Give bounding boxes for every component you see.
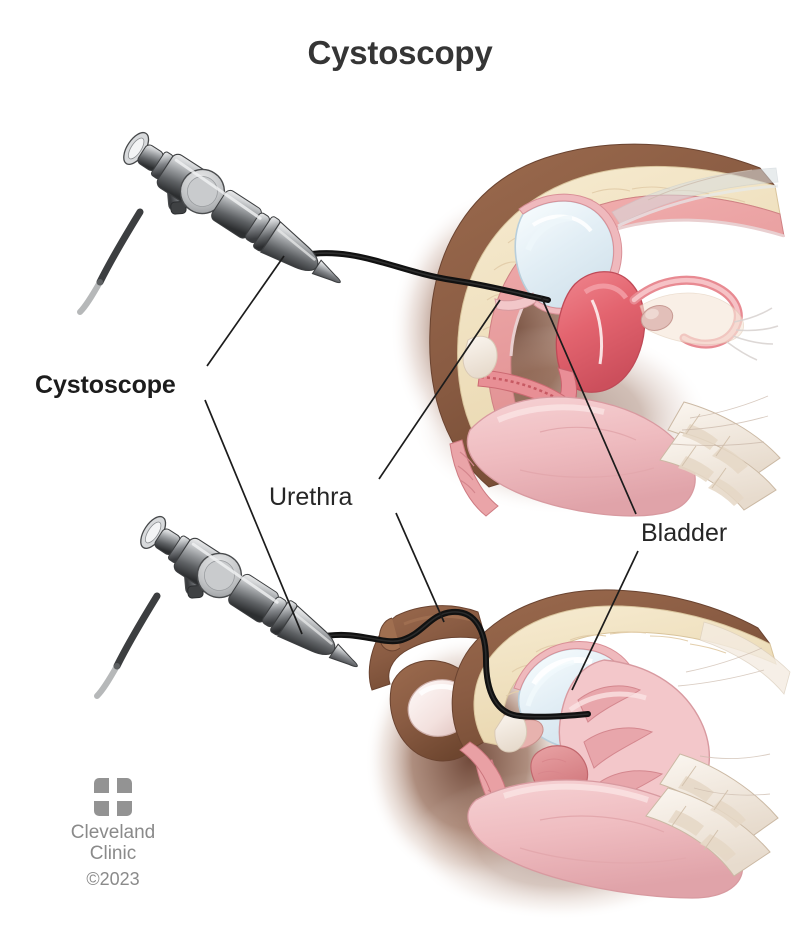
logo-square-bottom-right	[117, 801, 132, 816]
rectum	[466, 396, 696, 517]
logo-square-top-left	[94, 778, 109, 793]
male-pelvis-illustration	[365, 589, 791, 920]
penis	[368, 605, 487, 691]
logo-square-bottom-left	[94, 801, 109, 816]
leader-cystoscope-lower	[204, 399, 303, 635]
label-bladder: Bladder	[641, 519, 728, 547]
organization-name-line2: Clinic	[89, 843, 137, 864]
leader-bladder-female	[540, 295, 637, 515]
leader-bladder-male	[571, 550, 639, 691]
sacrum	[659, 401, 781, 511]
label-cystoscope: Cystoscope	[35, 371, 176, 399]
organization-name: Cleveland Clinic	[38, 822, 188, 864]
leader-urethra-female	[378, 299, 501, 480]
organization-name-line1: Cleveland	[70, 822, 156, 843]
leader-cystoscope-upper	[206, 255, 285, 367]
leader-lines	[204, 255, 639, 691]
male-sacrum	[645, 621, 791, 877]
pubic-bone	[462, 335, 498, 379]
footer: Cleveland Clinic ©2023	[38, 778, 188, 890]
copyright-text: ©2023	[86, 869, 140, 889]
leader-urethra-male	[395, 512, 445, 623]
cleveland-clinic-logo-icon	[94, 778, 132, 816]
logo-square-top-right	[117, 778, 132, 793]
cystoscope-upper	[77, 131, 341, 315]
label-urethra: Urethra	[269, 483, 353, 511]
female-pelvis-illustration	[390, 143, 785, 517]
upper-scope-tube	[297, 250, 551, 303]
cystoscope-lower	[94, 515, 358, 699]
lower-scope-tube	[313, 608, 591, 720]
page-title: Cystoscopy	[307, 34, 493, 71]
